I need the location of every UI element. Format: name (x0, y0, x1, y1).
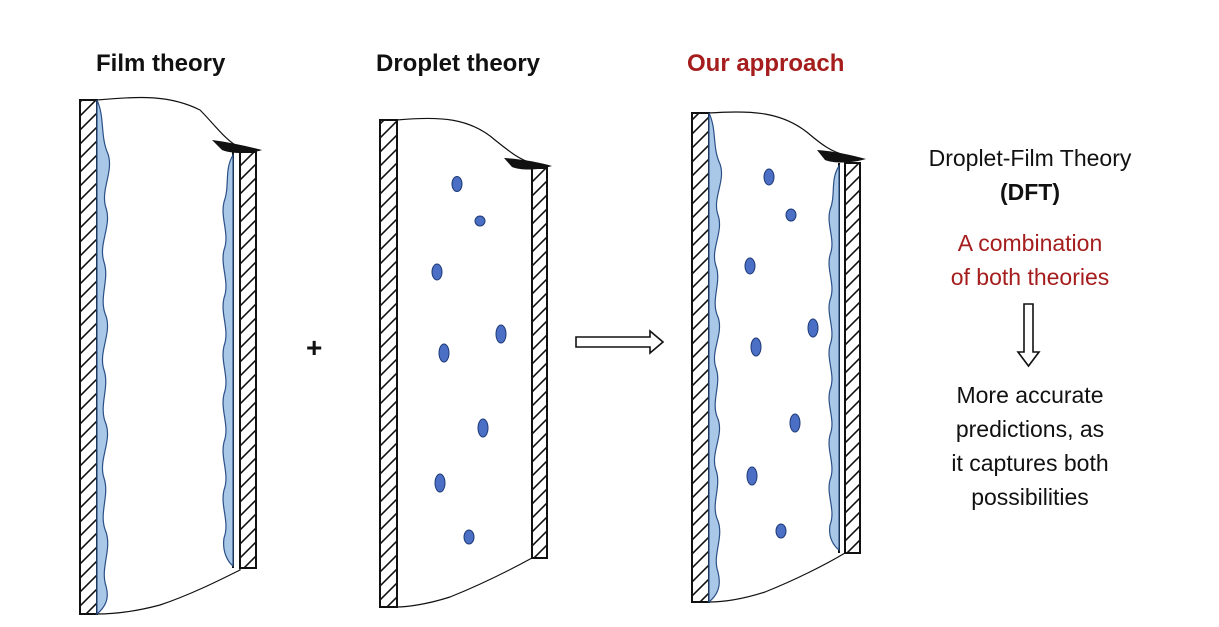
result-text: More accurate predictions, as it capture… (895, 378, 1165, 514)
droplet (463, 529, 475, 545)
result-line-4: possibilities (971, 484, 1089, 510)
left-wall (691, 112, 710, 603)
droplet (434, 473, 446, 493)
droplet (744, 257, 756, 275)
result-line-1: More accurate (956, 382, 1104, 408)
left-wall (79, 99, 98, 615)
droplet (807, 318, 819, 338)
droplet (474, 215, 486, 227)
right-arrow-icon (575, 329, 665, 355)
film-layer-right (222, 152, 234, 568)
droplet (431, 263, 443, 281)
right-wall (844, 162, 861, 554)
droplet (438, 343, 450, 363)
film-layer-left (96, 99, 110, 616)
film-layer-left (708, 112, 722, 604)
droplet (785, 208, 797, 222)
right-wall (239, 151, 257, 569)
plus-sign: + (306, 332, 323, 363)
our-approach-pipe (691, 111, 866, 604)
title-our-approach: Our approach (687, 50, 845, 77)
droplet (451, 176, 463, 192)
combination-text: A combination of both theories (895, 226, 1165, 294)
result-line-3: it captures both (951, 450, 1109, 476)
down-arrow-icon (1016, 303, 1041, 368)
result-line-2: predictions, as (955, 416, 1105, 442)
droplet (477, 418, 489, 438)
right-wall (531, 167, 548, 559)
combination-line-1: A combination (957, 230, 1103, 256)
title-film-theory: Film theory (96, 50, 226, 77)
droplet (763, 168, 775, 186)
droplet (775, 523, 787, 539)
left-wall (379, 119, 398, 608)
dft-name: Droplet-Film Theory (928, 145, 1132, 171)
film-theory-pipe (79, 96, 262, 616)
combination-line-2: of both theories (950, 264, 1110, 290)
droplet-theory-pipe (379, 117, 552, 608)
droplet (495, 324, 507, 344)
film-layer-right (828, 163, 840, 552)
droplet (789, 413, 801, 433)
title-droplet-theory: Droplet theory (376, 50, 541, 77)
dft-abbreviation: (DFT) (999, 179, 1061, 205)
droplet (746, 466, 758, 486)
droplet (750, 337, 762, 357)
